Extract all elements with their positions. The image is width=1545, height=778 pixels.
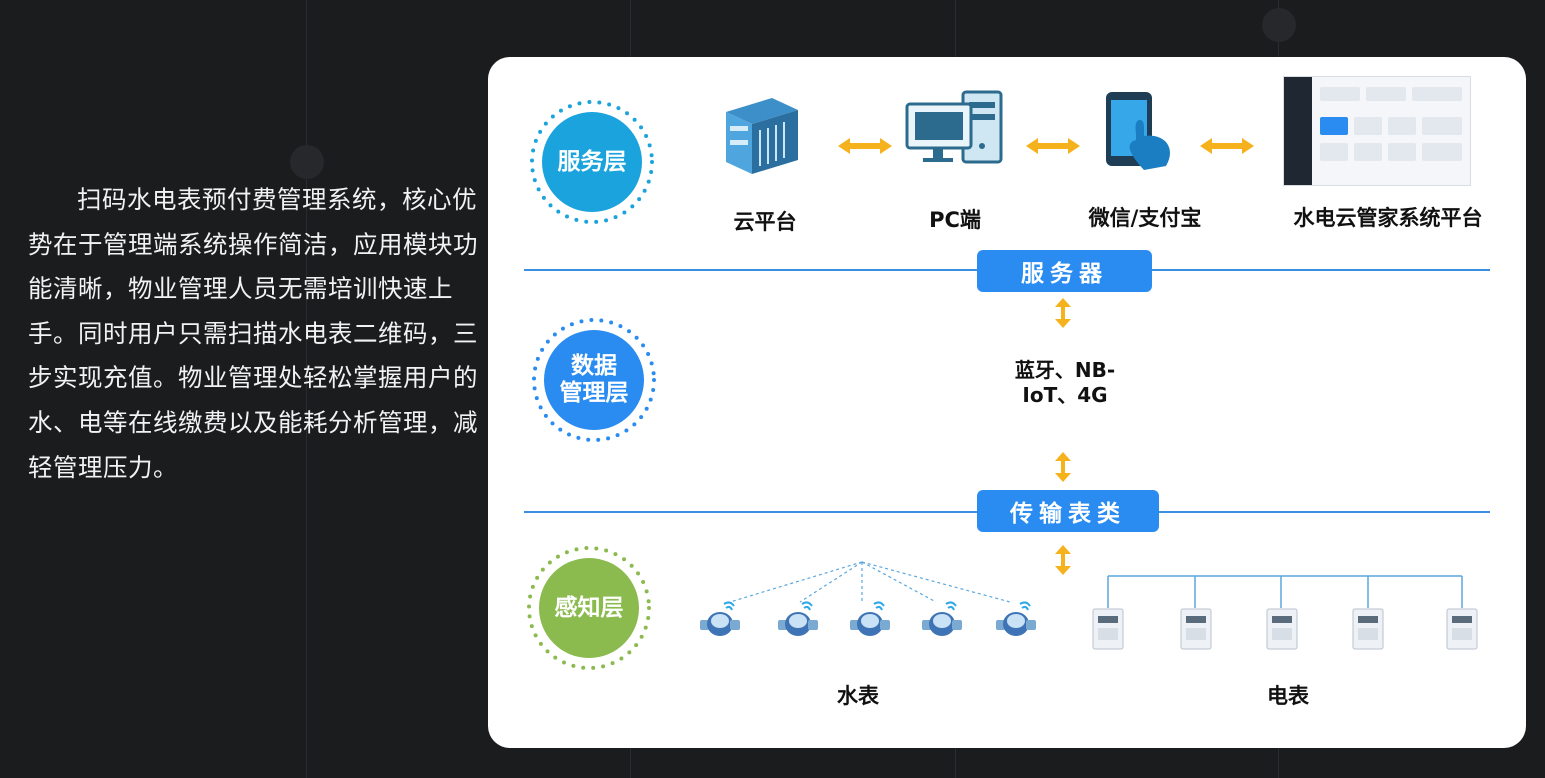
electric-meter-label: 电表 (1267, 684, 1309, 708)
electric-meter-icon (1352, 608, 1384, 650)
layer-badge-sensing: 感知层 (525, 544, 653, 672)
dotted-ring-icon (530, 100, 654, 224)
dotted-ring-icon (527, 546, 651, 670)
water-meter-icon (700, 601, 740, 636)
water-meter-icon (922, 601, 962, 636)
water-meter-label: 水表 (837, 684, 879, 708)
dotted-ring-icon (532, 318, 656, 442)
electric-meter-icon (1092, 608, 1124, 650)
smartphone-touch-icon (1106, 92, 1170, 170)
service-item-label: PC端 (929, 208, 981, 232)
water-meter-icon (996, 601, 1036, 636)
service-item-label: 云平台 (733, 210, 797, 234)
vertical-double-arrow-icon (1055, 452, 1071, 482)
background-divider (306, 0, 307, 778)
electric-meter-icon (1446, 608, 1478, 650)
water-meter-icon (850, 601, 890, 636)
double-arrow-icon (838, 138, 892, 154)
layer-badge-service: 服务层 (528, 98, 656, 226)
service-item-label: 微信/支付宝 (1088, 206, 1202, 230)
layer-label: 感知层 (539, 558, 639, 658)
transport-tag: 传输表类 (977, 490, 1159, 532)
protocol-label: 蓝牙、NB- IoT、4G (1014, 358, 1116, 407)
service-item-label: 水电云管家系统平台 (1293, 206, 1483, 230)
layer-label: 数据 管理层 (544, 330, 644, 430)
server-icon (726, 98, 798, 174)
watermark-logo-icon (290, 145, 324, 179)
electric-meter-bus (1107, 575, 1463, 608)
water-meter-links (729, 561, 1011, 603)
double-arrow-icon (1026, 138, 1080, 154)
intro-paragraph: 扫码水电表预付费管理系统，核心优势在于管理端系统操作简洁，应用模块功能清晰，物业… (28, 185, 478, 482)
layer-badge-data: 数据 管理层 (530, 316, 658, 444)
vertical-double-arrow-icon (1055, 545, 1071, 575)
desktop-pc-icon (905, 90, 1003, 164)
water-meter-icon (778, 601, 818, 636)
platform-screenshot-icon (1283, 76, 1471, 186)
vertical-double-arrow-icon (1055, 298, 1071, 328)
electric-meter-icon (1266, 608, 1298, 650)
server-tag: 服务器 (977, 250, 1152, 292)
layer-label: 服务层 (542, 112, 642, 212)
electric-meter-icon (1180, 608, 1212, 650)
double-arrow-icon (1200, 138, 1254, 154)
watermark-logo-icon (1262, 8, 1296, 42)
